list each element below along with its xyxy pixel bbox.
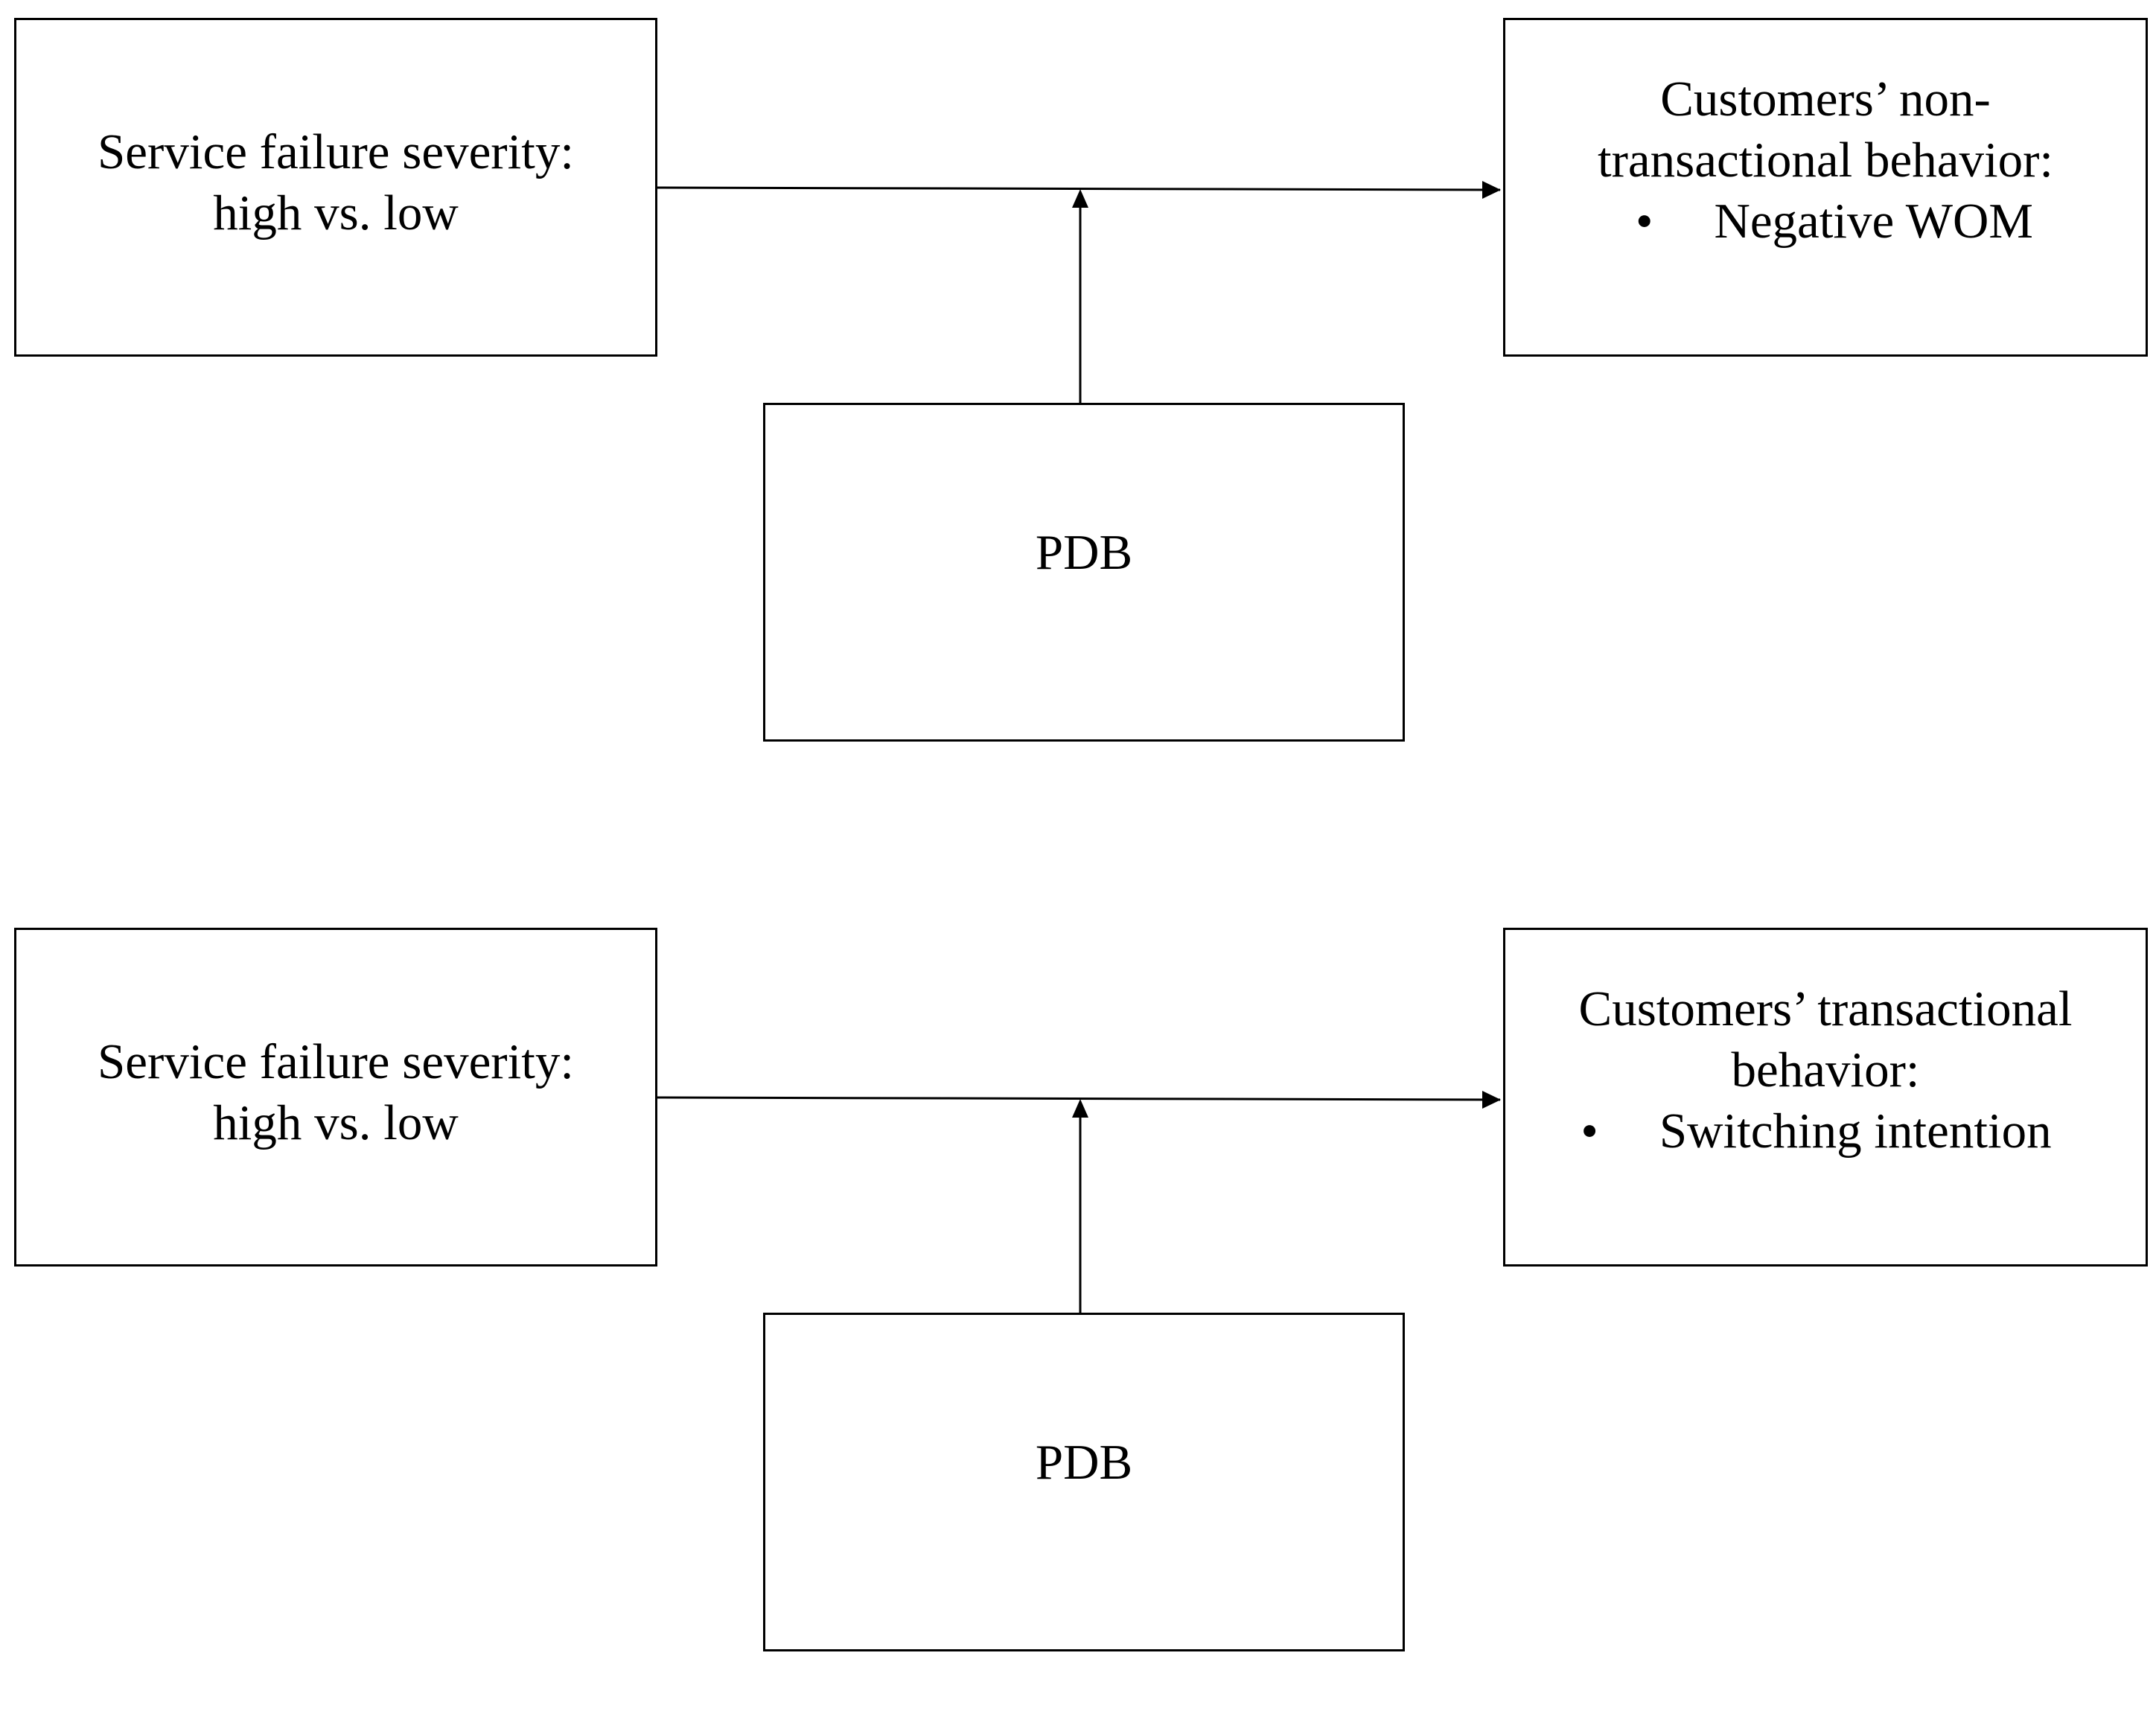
model-diagram-negative-wom: Service failure severity: high vs. low C… <box>0 0 2156 804</box>
main-effect-arrowhead <box>1482 1091 1501 1109</box>
cause-box-severity: Service failure severity: high vs. low <box>14 928 657 1267</box>
outcome-box-transactional: Customers’ transactional behavior: • Swi… <box>1503 928 2148 1267</box>
moderator-label: PDB <box>1035 1434 1133 1490</box>
bullet-icon: • <box>1581 1103 1598 1159</box>
cause-line-1: Service failure severity: <box>98 1033 574 1089</box>
outcome-line-2: behavior: <box>1731 1042 1920 1097</box>
cause-line-1: Service failure severity: <box>98 124 574 179</box>
moderation-arrowhead <box>1072 189 1088 208</box>
main-effect-arrow <box>657 1096 1501 1101</box>
outcome-box-non-transactional: Customers’ non- transactional behavior: … <box>1503 18 2148 357</box>
moderator-box-pdb: PDB <box>763 1313 1405 1651</box>
outcome-item-label: Switching intention <box>1659 1103 2052 1159</box>
moderator-box-pdb: PDB <box>763 403 1405 742</box>
outcome-line-1: Customers’ non- <box>1660 71 1991 127</box>
cause-line-2: high vs. low <box>213 1095 459 1150</box>
outcome-item-label: Negative WOM <box>1714 193 2034 249</box>
main-effect-arrowhead <box>1482 181 1501 199</box>
cause-line-2: high vs. low <box>213 185 459 240</box>
cause-box-severity: Service failure severity: high vs. low <box>14 18 657 357</box>
moderator-label: PDB <box>1035 524 1133 580</box>
outcome-bullet-item: • Switching intention <box>1581 1100 2052 1162</box>
bullet-icon: • <box>1635 193 1653 249</box>
diagram-arrows <box>657 181 1501 403</box>
main-effect-arrow <box>657 186 1501 191</box>
outcome-line-2: transactional behavior: <box>1597 132 2054 188</box>
diagram-arrows <box>657 1091 1501 1313</box>
moderation-arrowhead <box>1072 1099 1088 1118</box>
model-diagram-switching-intention: Service failure severity: high vs. low C… <box>0 910 2156 1714</box>
outcome-line-1: Customers’ transactional <box>1578 981 2073 1036</box>
outcome-bullet-item: • Negative WOM <box>1618 191 2033 252</box>
